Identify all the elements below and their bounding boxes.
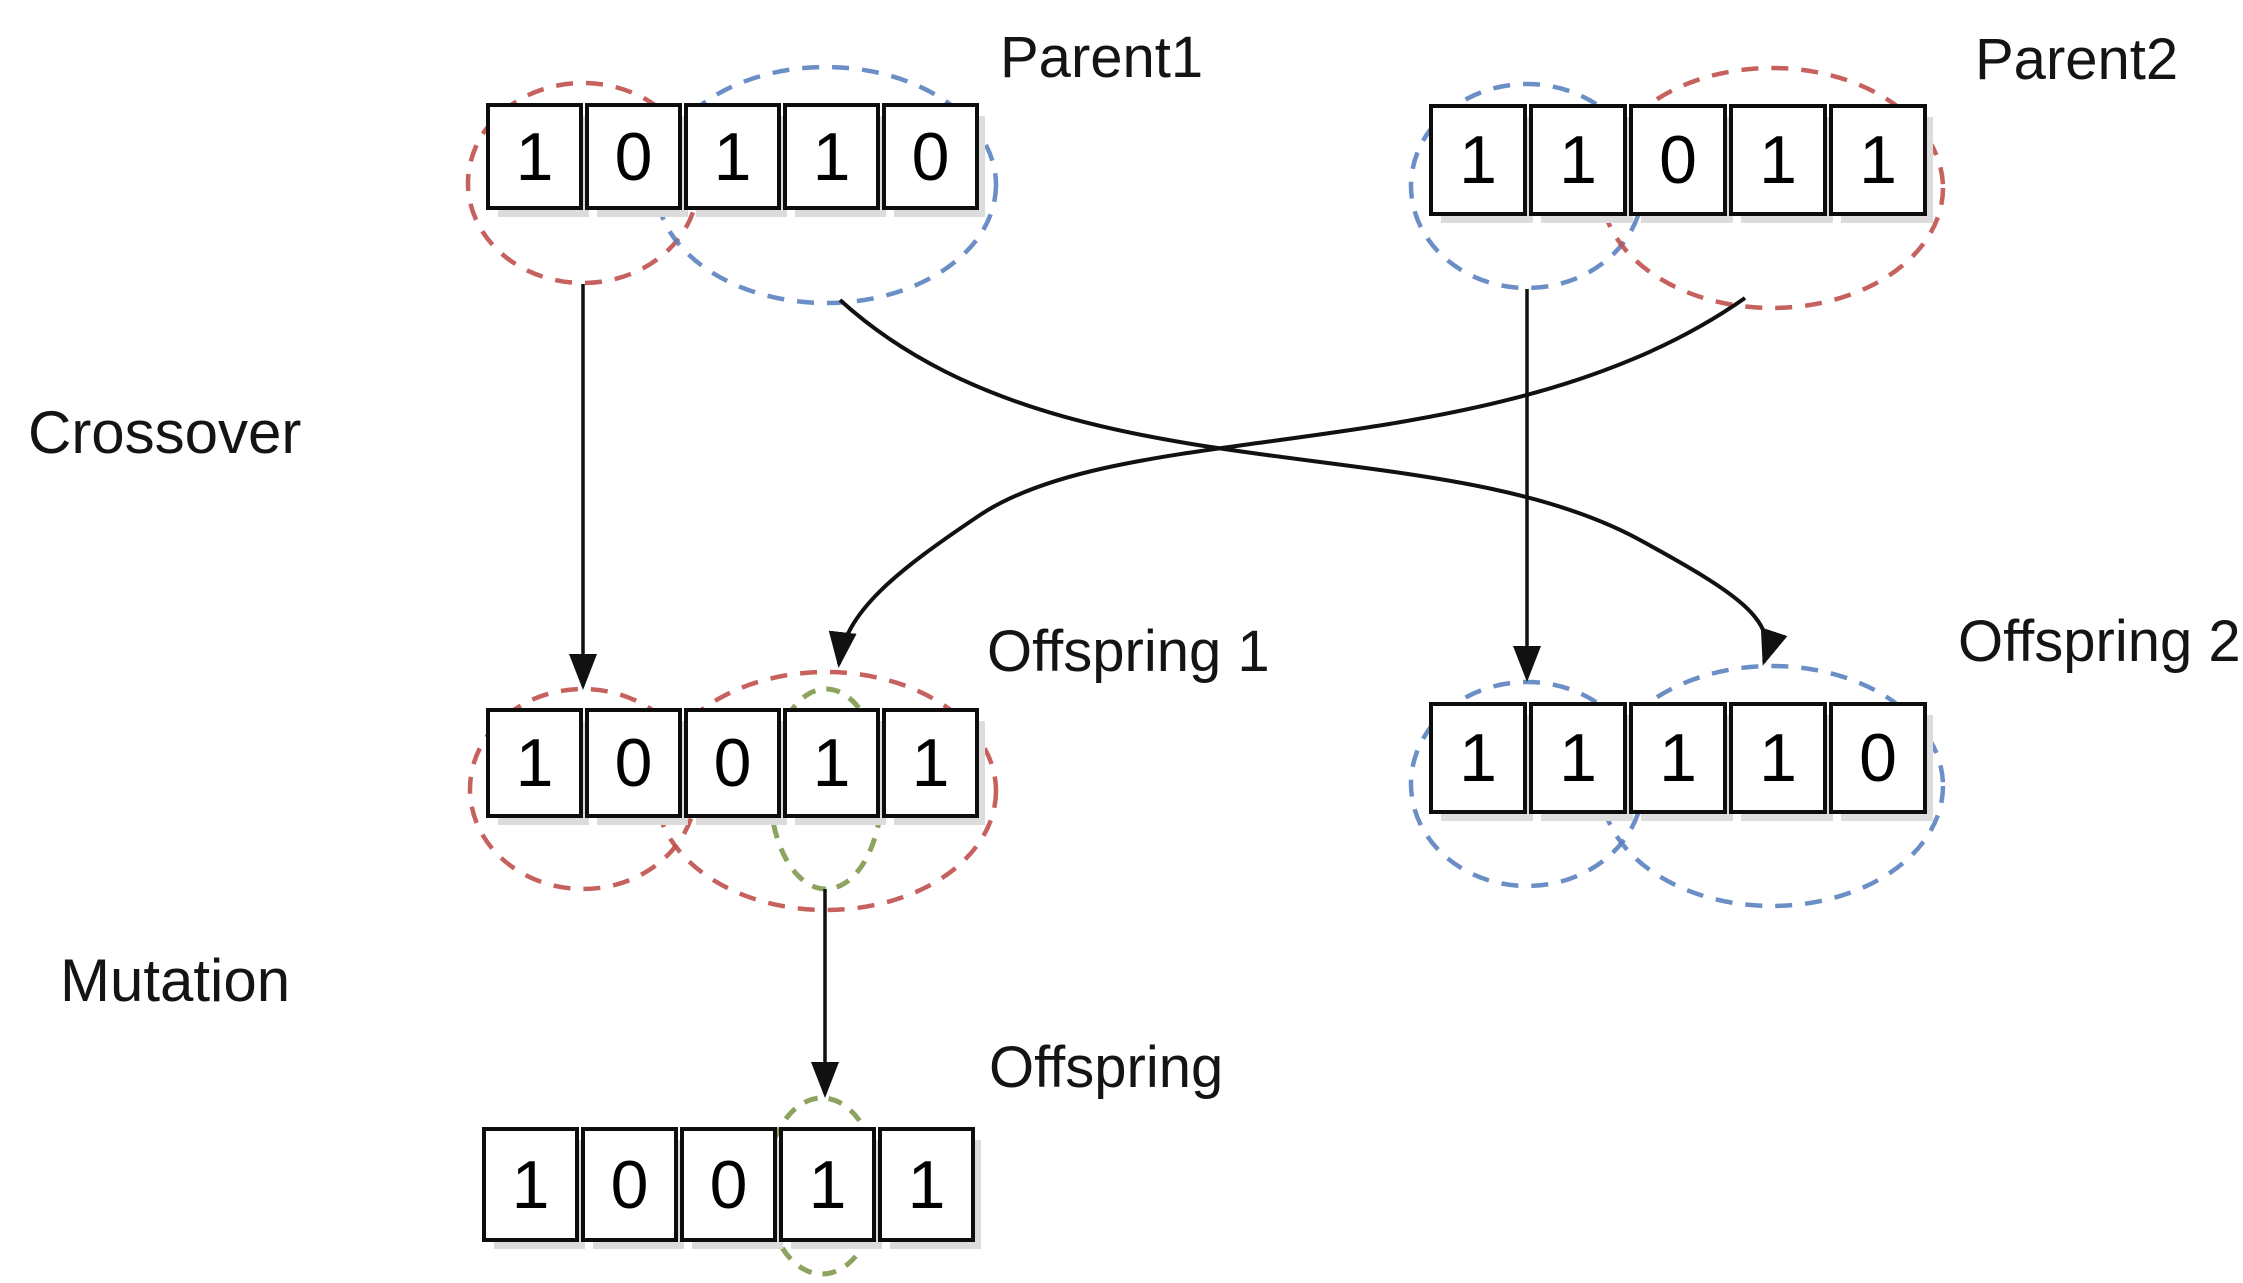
gene-cell-parent2-4: 1	[1729, 104, 1827, 216]
offspring1-label: Offspring 1	[987, 619, 1270, 684]
gene-cell-offspring1-4: 1	[783, 708, 880, 818]
parent1-label: Parent1	[1000, 25, 1204, 90]
arrow-curved-4	[828, 296, 1747, 668]
crossover-stage-label: Crossover	[28, 399, 302, 466]
gene-cell-offspring_final-4: 1	[779, 1127, 876, 1242]
arrow-curved-2	[838, 298, 1788, 666]
gene-cell-offspring1-3: 0	[684, 708, 781, 818]
gene-cell-parent2-1: 1	[1429, 104, 1527, 216]
gene-cell-offspring1-5: 1	[882, 708, 979, 818]
gene-cell-parent2-2: 1	[1529, 104, 1627, 216]
mutation-stage-label: Mutation	[60, 947, 291, 1014]
gene-cell-offspring2-4: 1	[1729, 702, 1827, 814]
gene-cell-offspring_final-1: 1	[482, 1127, 579, 1242]
gene-cell-offspring_final-5: 1	[878, 1127, 975, 1242]
parent2-label: Parent2	[1975, 27, 2179, 92]
gene-cell-offspring2-2: 1	[1529, 702, 1627, 814]
offspring2-label: Offspring 2	[1958, 609, 2241, 674]
gene-cell-offspring2-5: 0	[1829, 702, 1927, 814]
gene-cell-offspring2-1: 1	[1429, 702, 1527, 814]
gene-cell-parent2-3: 0	[1629, 104, 1727, 216]
gene-cell-parent1-2: 0	[585, 103, 682, 210]
gene-cell-parent1-3: 1	[684, 103, 781, 210]
gene-cell-offspring1-2: 0	[585, 708, 682, 818]
gene-cell-parent1-5: 0	[882, 103, 979, 210]
gene-cell-parent1-1: 1	[486, 103, 583, 210]
gene-cell-offspring_final-3: 0	[680, 1127, 777, 1242]
gene-cell-offspring1-1: 1	[486, 708, 583, 818]
gene-cell-offspring2-3: 1	[1629, 702, 1727, 814]
gene-cell-parent1-4: 1	[783, 103, 880, 210]
gene-cell-offspring_final-2: 0	[581, 1127, 678, 1242]
gene-cell-parent2-5: 1	[1829, 104, 1927, 216]
offspring-final-label: Offspring	[989, 1035, 1224, 1100]
